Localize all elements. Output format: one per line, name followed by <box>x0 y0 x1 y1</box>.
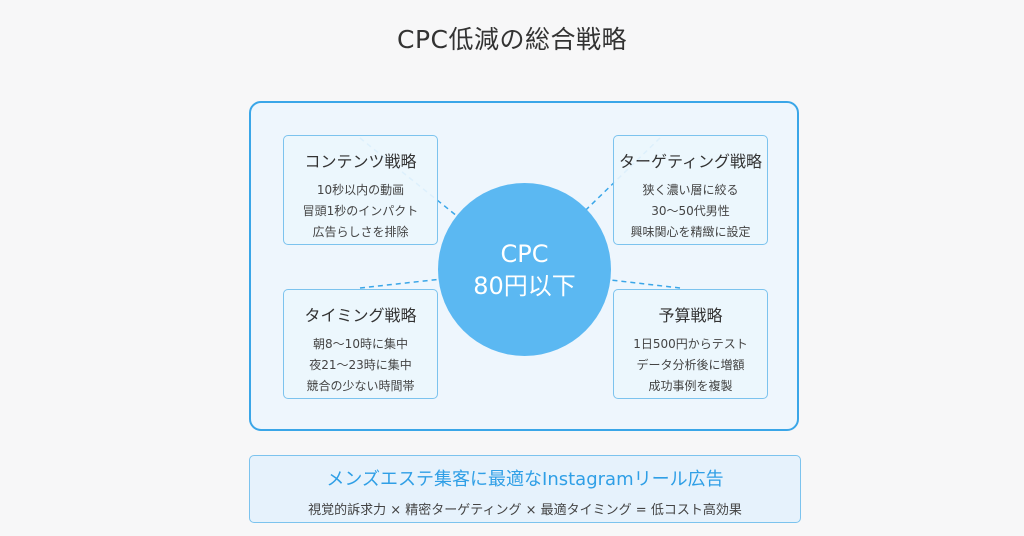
card-item: 冒頭1秒のインパクト <box>302 204 419 218</box>
card-timing-strategy: タイミング戦略 朝8〜10時に集中 夜21〜23時に集中 競合の少ない時間帯 <box>283 289 438 399</box>
card-title: ターゲティング戦略 <box>618 152 763 171</box>
card-title: タイミング戦略 <box>304 306 417 325</box>
card-item: 10秒以内の動画 <box>316 183 405 197</box>
card-content-strategy: コンテンツ戦略 10秒以内の動画 冒頭1秒のインパクト 広告らしさを排除 <box>283 135 438 245</box>
center-goal-circle: CPC 80円以下 <box>438 183 611 356</box>
card-budget-strategy: 予算戦略 1日500円からテスト データ分析後に増額 成功事例を複製 <box>613 289 768 399</box>
card-targeting-strategy: ターゲティング戦略 狭く濃い層に絞る 30〜50代男性 興味関心を精緻に設定 <box>613 135 768 245</box>
card-item: 成功事例を複製 <box>648 379 733 393</box>
card-item: 広告らしさを排除 <box>312 225 409 239</box>
card-title: コンテンツ戦略 <box>304 152 417 171</box>
page-title: CPC低減の総合戦略 <box>397 25 627 54</box>
card-item: 競合の少ない時間帯 <box>306 379 415 393</box>
card-item: 1日500円からテスト <box>633 337 748 351</box>
center-goal-label: CPC <box>500 239 549 268</box>
card-title: 予算戦略 <box>658 306 723 325</box>
card-item: 30〜50代男性 <box>651 204 730 218</box>
card-item: 朝8〜10時に集中 <box>313 337 408 351</box>
card-item: 狭く濃い層に絞る <box>642 183 739 197</box>
summary-title: メンズエステ集客に最適なInstagramリール広告 <box>326 469 724 490</box>
card-item: データ分析後に増額 <box>636 358 745 372</box>
summary-box: メンズエステ集客に最適なInstagramリール広告 視覚的訴求力 × 精密ター… <box>249 455 801 523</box>
summary-formula: 視覚的訴求力 × 精密ターゲティング × 最適タイミング = 低コスト高効果 <box>308 503 742 518</box>
center-goal-value: 80円以下 <box>473 271 576 300</box>
card-item: 興味関心を精緻に設定 <box>630 225 751 239</box>
card-item: 夜21〜23時に集中 <box>309 358 412 372</box>
